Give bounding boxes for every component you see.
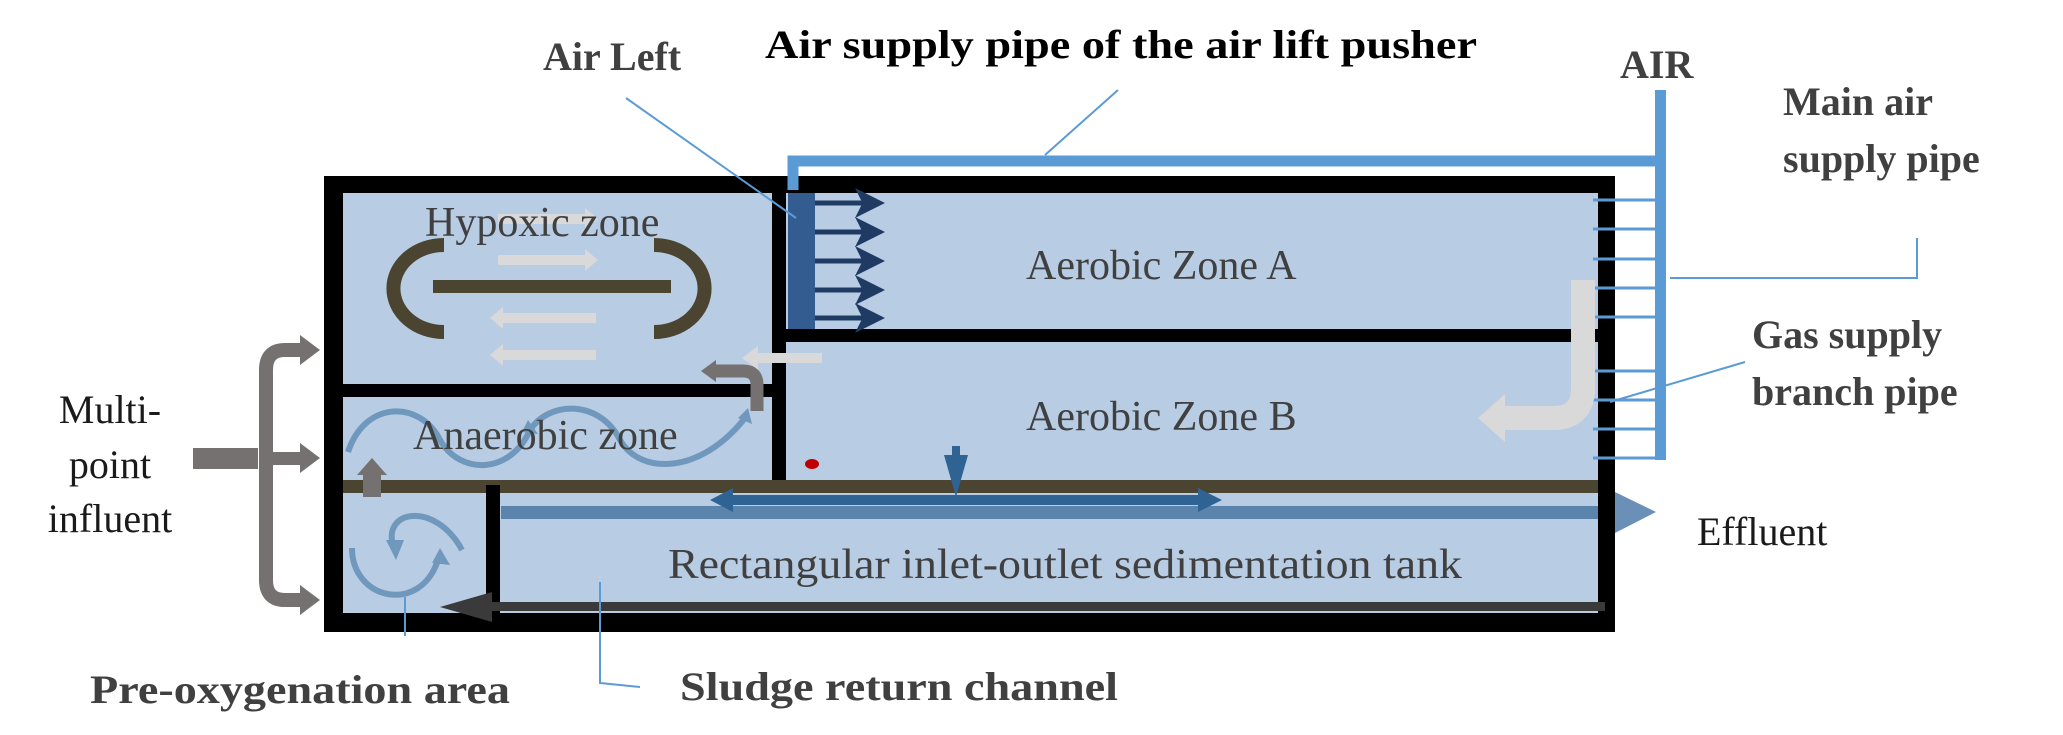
air-lift-block xyxy=(788,193,815,329)
aerobic-zone-a-label: Aerobic Zone A xyxy=(1026,243,1297,289)
multi-point-influent-line3: influent xyxy=(48,496,172,541)
anaerobic-circulation-arrows xyxy=(345,405,748,468)
influent-arrowhead-bottom xyxy=(300,585,320,615)
flow-arrow-right xyxy=(498,249,598,271)
influent-branch-middle xyxy=(266,452,302,465)
double-arrow-shaft xyxy=(730,495,1200,505)
aerobic-return-arrow xyxy=(1500,280,1595,430)
anaerobic-to-hypoxic-arrowhead xyxy=(701,360,716,382)
multi-point-influent-line2: point xyxy=(69,442,151,487)
circulation-arrowhead xyxy=(522,420,538,434)
hypoxic-flow-arrows xyxy=(490,208,822,370)
wall-hypoxic-aerobic xyxy=(772,176,786,485)
influent-manifold xyxy=(193,335,320,615)
down-arrow-head xyxy=(944,455,968,497)
wall-hypoxic-anaerobic xyxy=(343,384,772,397)
anaerobic-zone-label: Anaerobic zone xyxy=(413,413,678,459)
sedimentation-tank-label: Rectangular inlet-outlet sedimentation t… xyxy=(668,542,1462,588)
flow-arrow-left xyxy=(742,346,822,370)
down-arrow-stem xyxy=(952,446,960,456)
hypoxic-right-arc xyxy=(653,238,712,339)
leader-gas-branch xyxy=(1609,361,1746,403)
leader-air-left xyxy=(625,97,797,219)
flow-arrow-right xyxy=(498,208,598,230)
leader-air-supply-pusher xyxy=(1044,89,1119,156)
influent-bracket xyxy=(259,343,302,607)
main-air-supply-label-line1: Main air xyxy=(1783,79,1933,124)
influent-arrowhead-middle xyxy=(300,443,320,473)
baffle-brown xyxy=(343,480,1598,493)
effluent-label: Effluent xyxy=(1697,509,1827,554)
double-arrow-left-head xyxy=(710,488,733,512)
pre-oxygenation-label: Pre-oxygenation area xyxy=(90,667,510,712)
circulation-wave xyxy=(345,408,533,468)
effluent-arrowhead xyxy=(1615,492,1656,533)
anaerobic-to-hypoxic-arrow xyxy=(714,364,764,411)
wall-aerobic-a-b xyxy=(786,329,1598,342)
influent-arrowhead-top xyxy=(300,335,320,365)
sludge-return-bar xyxy=(490,602,1605,611)
air-left-label: Air Left xyxy=(543,34,682,79)
sludge-return-arrowhead xyxy=(440,592,492,622)
hypoxic-left-arc xyxy=(386,238,445,339)
influent-main-arrow xyxy=(193,448,258,469)
circulation-arc xyxy=(388,512,465,552)
main-air-supply-label-line2: supply pipe xyxy=(1783,136,1980,181)
aerobic-zone-b-label: Aerobic Zone B xyxy=(1026,394,1297,440)
circulation-arc xyxy=(349,547,441,598)
main-air-pipe xyxy=(1655,90,1666,460)
wall-pre-oxygenation xyxy=(486,485,500,615)
air-lift-supply-pipe xyxy=(787,155,1661,190)
flow-arrow-left xyxy=(490,307,596,329)
flow-arrow-left xyxy=(490,344,596,366)
circulation-arrowhead xyxy=(386,540,404,560)
gas-supply-branch-label-line2: branch pipe xyxy=(1752,369,1958,414)
leader-sludge-return xyxy=(599,582,641,688)
air-supply-pipe-pusher-label: Air supply pipe of the air lift pusher xyxy=(765,22,1477,67)
circulation-arrowhead xyxy=(738,408,752,424)
pre-oxygenation-up-arrow xyxy=(357,458,387,497)
marker-dot xyxy=(805,459,819,469)
circulation-arrowhead xyxy=(432,548,450,565)
multi-point-influent-line1: Multi- xyxy=(59,387,161,432)
circulation-wave xyxy=(527,405,748,467)
air-lift-arrows xyxy=(815,188,885,333)
effluent-bar xyxy=(501,506,1598,519)
leader-lines xyxy=(404,89,1918,688)
air-label: AIR xyxy=(1620,42,1694,87)
gas-supply-branch-pipes xyxy=(1593,198,1655,460)
pre-oxygenation-circulation xyxy=(349,512,465,598)
sludge-return-label: Sludge return channel xyxy=(680,664,1118,709)
gas-supply-branch-label-line1: Gas supply xyxy=(1752,312,1942,357)
aerobic-return-arrowhead xyxy=(1478,394,1505,442)
leader-main-air xyxy=(1670,238,1918,279)
hypoxic-baffle xyxy=(433,280,671,293)
double-arrow-right-head xyxy=(1198,488,1222,512)
hypoxic-zone-label: Hypoxic zone xyxy=(425,200,659,246)
